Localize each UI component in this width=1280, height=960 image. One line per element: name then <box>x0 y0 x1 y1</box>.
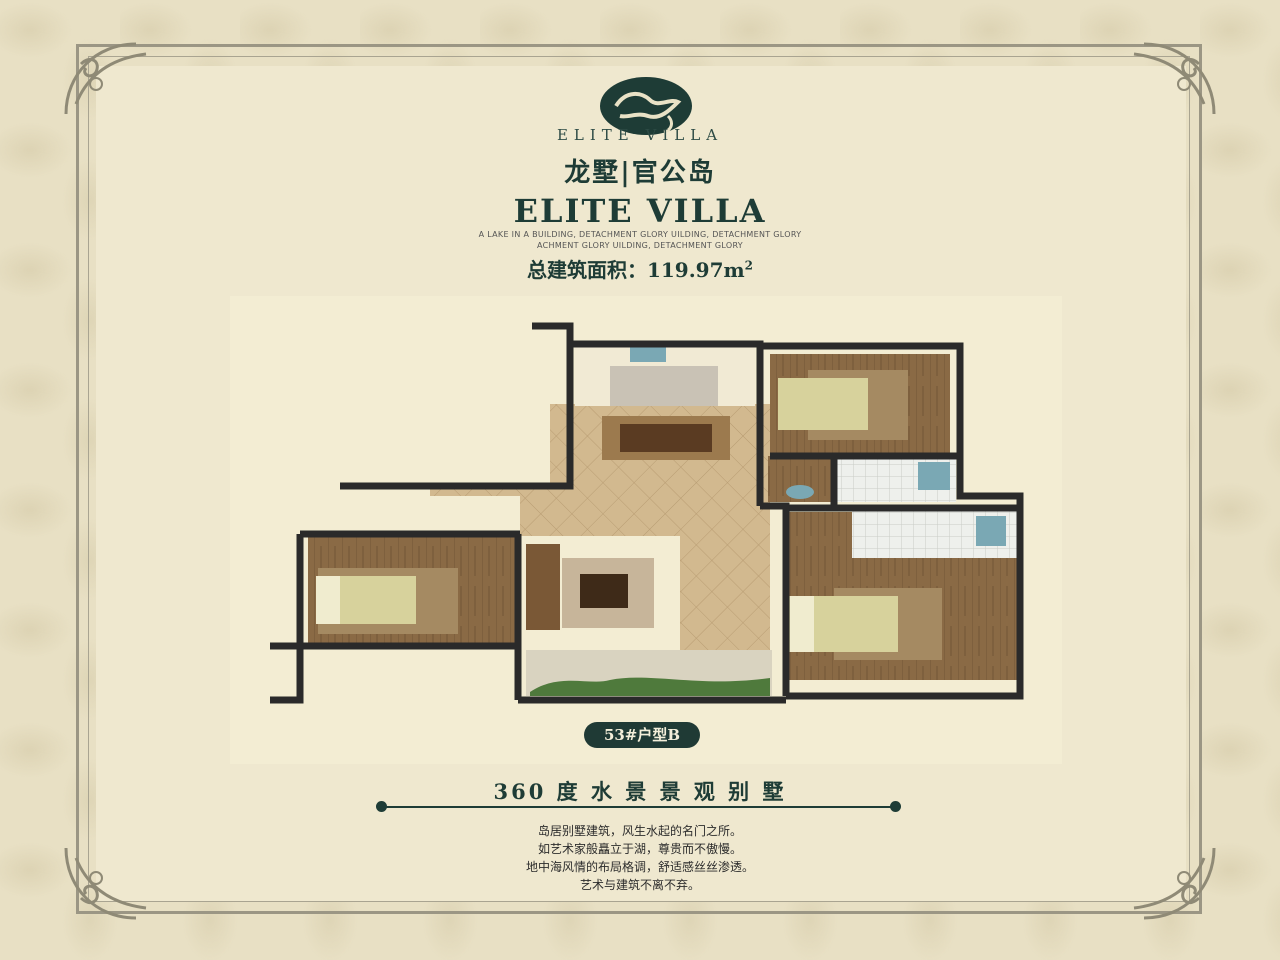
description-line-2: 如艺术家般矗立于湖，尊贵而不傲慢。 <box>537 842 742 856</box>
logo-wordmark: ELITE VILLA <box>556 126 724 144</box>
description-line-4: 艺术与建筑不离不弃。 <box>579 878 700 892</box>
balcony-plants <box>530 677 770 696</box>
tagline-line-2: ACHMENT GLORY UILDING, DETACHMENT GLORY <box>537 241 743 250</box>
description-line-1: 岛居别墅建筑，风生水起的名门之所。 <box>537 824 742 838</box>
bathtub-lower <box>976 516 1006 546</box>
tagline-line-1: A LAKE IN A BUILDING, DETACHMENT GLORY U… <box>478 230 802 239</box>
unit-type-badge: 53#户型B <box>584 722 700 748</box>
rule-dot-right <box>890 801 901 812</box>
bathtub-upper <box>918 462 950 490</box>
total-area-label: 总建筑面积：119.97m <box>526 258 745 282</box>
ornament-corner-top-right <box>1133 42 1216 115</box>
inner-frame <box>88 56 1190 902</box>
kitchen-counter <box>610 366 718 406</box>
rule-dot-left <box>376 801 387 812</box>
ornament-corner-bottom-right <box>1133 847 1216 920</box>
living-room-sofa-set <box>526 544 654 630</box>
outer-frame <box>76 44 1202 914</box>
kitchen-sink <box>630 346 666 362</box>
ornament-corner-bottom-left <box>64 847 147 920</box>
bedroom-top-right-bed <box>778 378 868 430</box>
heading-rule <box>380 806 900 808</box>
dragon-logo-icon <box>600 77 692 135</box>
description-line-3: 地中海风情的布局格调，舒适感丝丝渗透。 <box>525 860 754 874</box>
living-room-floor <box>430 404 770 656</box>
total-area: 总建筑面积：119.97m2 <box>440 254 840 283</box>
floorplan-drawing <box>270 322 1024 704</box>
walls <box>270 322 1024 704</box>
brand-name-english: ELITE VILLA <box>513 192 767 230</box>
ornament-corner-top-left <box>64 42 147 115</box>
section-heading: 360 度 水 景 景 观 别 墅 <box>493 779 787 804</box>
brand-name-chinese: 龙墅|官公岛 <box>564 158 716 188</box>
dining-table <box>602 416 730 460</box>
area-unit-superscript: 2 <box>744 258 754 273</box>
